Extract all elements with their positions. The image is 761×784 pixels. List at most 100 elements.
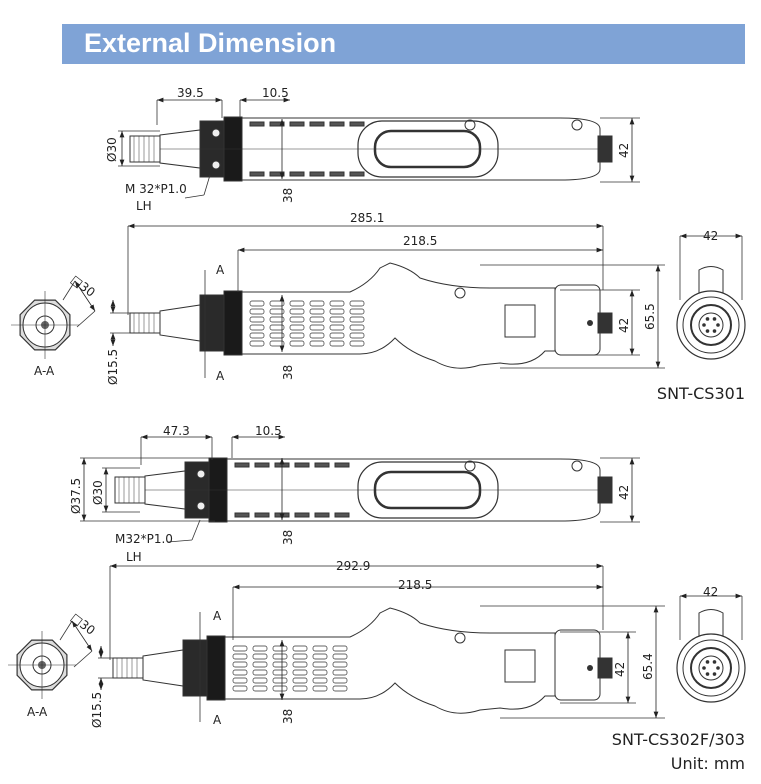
units-label: Unit: mm xyxy=(670,754,745,773)
cable-connector xyxy=(597,657,613,679)
vent-slot xyxy=(314,512,330,518)
vent-slot xyxy=(252,645,268,652)
vent-slot xyxy=(289,308,305,315)
extension-line xyxy=(167,539,193,543)
bit-tip xyxy=(112,657,144,679)
vent-slot xyxy=(292,677,308,684)
vent-slot xyxy=(254,512,270,518)
vent-slot xyxy=(232,645,248,652)
connector-pin-icon xyxy=(716,323,720,327)
connector-pin-icon xyxy=(712,672,717,676)
screw-icon xyxy=(196,501,206,511)
dim-square-2: □30 xyxy=(68,610,98,637)
end-outer xyxy=(676,290,746,360)
vent-slot xyxy=(289,171,305,177)
dim-overall-length-2: 292.9 xyxy=(336,559,370,573)
vent-slot xyxy=(292,645,308,652)
dim-end-height-2: 42 xyxy=(617,485,631,500)
dim-collar-length-1: 10.5 xyxy=(262,86,289,100)
vent-slot xyxy=(249,316,265,323)
vent-slot xyxy=(329,308,345,315)
vent-slot xyxy=(309,300,325,307)
screw-icon xyxy=(211,160,221,170)
extension-line xyxy=(62,280,76,301)
dim-body-diameter-1a: 38 xyxy=(281,188,295,203)
dim-body-length-1: 218.5 xyxy=(403,234,437,248)
threaded-nose xyxy=(199,294,225,352)
dim-body-diameter-2b: 38 xyxy=(281,709,295,724)
dim-bit-diameter-2: Ø15.5 xyxy=(90,692,104,728)
dim-collar-length-2: 10.5 xyxy=(255,424,282,438)
vent-slot xyxy=(289,316,305,323)
dim-body-diameter-1b: 38 xyxy=(281,365,295,380)
threaded-nose xyxy=(182,639,208,697)
vent-slot xyxy=(252,677,268,684)
vent-slot xyxy=(252,661,268,668)
end-cap xyxy=(554,629,601,701)
vent-slot xyxy=(252,669,268,676)
end-ring xyxy=(682,639,740,697)
dim-total-height-2: 65.4 xyxy=(641,653,655,680)
led-indicator-icon xyxy=(464,460,476,472)
connector-pin-icon xyxy=(716,666,720,670)
vent-slot xyxy=(292,669,308,676)
cable-connector xyxy=(597,135,613,163)
connector-pin-icon xyxy=(712,660,717,664)
dim-overall-length-1: 285.1 xyxy=(350,211,384,225)
vent-slot xyxy=(289,332,305,339)
square-dimension xyxy=(74,280,96,312)
vent-slot xyxy=(312,685,328,692)
vent-slot xyxy=(349,300,365,307)
vent-slot xyxy=(289,340,305,347)
dim-body-length-2: 218.5 xyxy=(398,578,432,592)
connector-pin-icon xyxy=(702,666,706,670)
dim-nose-diameter-1: Ø30 xyxy=(105,137,119,162)
screw-icon xyxy=(196,469,206,479)
vent-slot xyxy=(329,340,345,347)
display-window xyxy=(504,649,536,683)
connector-pin-icon xyxy=(705,317,710,321)
dim-nose-diameter-2: Ø30 xyxy=(91,480,105,505)
vent-slot xyxy=(252,685,268,692)
thread-spec-2: M32*P1.0 xyxy=(115,532,173,546)
vent-slot xyxy=(234,462,250,468)
end-tab xyxy=(698,609,724,636)
vent-slot xyxy=(309,340,325,347)
display-window xyxy=(504,304,536,338)
vent-slot xyxy=(312,669,328,676)
vent-slot xyxy=(334,512,350,518)
dim-end-width-2: 42 xyxy=(703,585,718,599)
extension-line xyxy=(203,174,211,196)
vent-slot xyxy=(309,121,325,127)
vent-slot xyxy=(309,332,325,339)
hole-icon xyxy=(587,320,593,326)
title-bar: External Dimension xyxy=(62,24,745,64)
vent-slot xyxy=(294,512,310,518)
vent-slot xyxy=(234,512,250,518)
dim-nose-length-2: 47.3 xyxy=(163,424,190,438)
connector-face xyxy=(698,312,724,338)
vent-slot xyxy=(249,171,265,177)
bit-tip xyxy=(129,312,161,334)
vent-slot xyxy=(252,653,268,660)
vent-slot xyxy=(292,661,308,668)
vent-slot xyxy=(329,332,345,339)
vent-slot xyxy=(232,661,248,668)
vent-slot xyxy=(334,462,350,468)
vent-slot xyxy=(292,685,308,692)
thread-dir-2: LH xyxy=(126,550,142,564)
thread-dir-1: LH xyxy=(136,199,152,213)
end-ring xyxy=(682,296,740,354)
nose-cone xyxy=(159,304,201,342)
vent-slot xyxy=(289,121,305,127)
vent-slot xyxy=(289,324,305,331)
extension-line xyxy=(191,519,201,541)
section-marker-top-2: A xyxy=(213,609,222,623)
vent-slot xyxy=(332,677,348,684)
dim-square-1: □30 xyxy=(68,272,98,299)
led-indicator-icon xyxy=(454,287,466,299)
section-label-1: A-A xyxy=(34,364,55,378)
vent-slot xyxy=(294,462,310,468)
screw-icon xyxy=(211,128,221,138)
